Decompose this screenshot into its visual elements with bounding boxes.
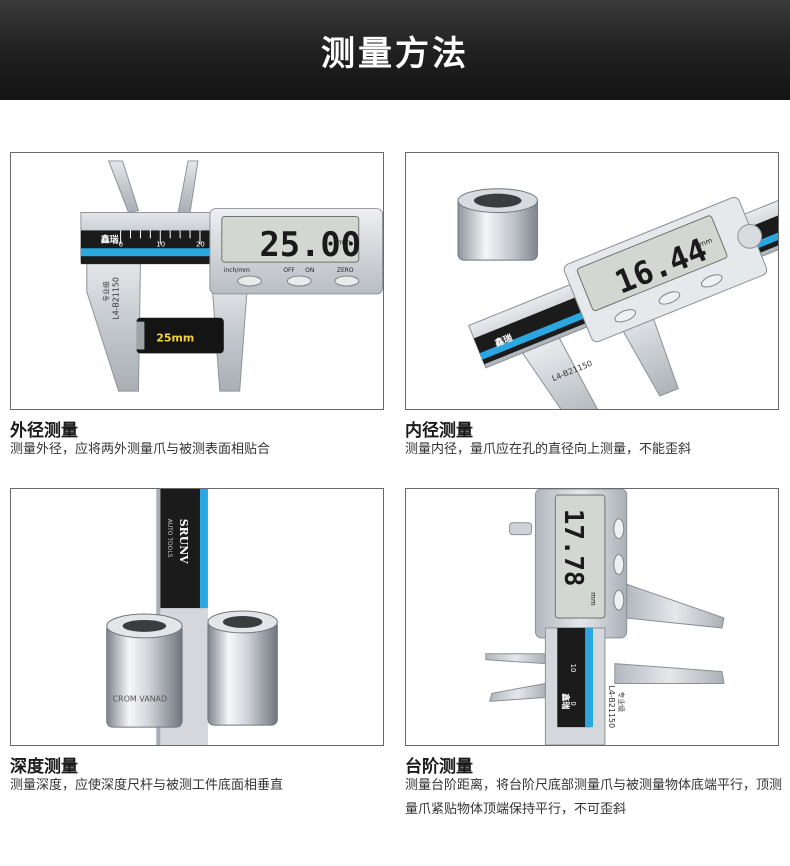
depth-measure-title: 深度测量 <box>10 757 78 777</box>
model-text: L4-B21150 <box>607 685 616 728</box>
off-on-button[interactable] <box>613 553 625 575</box>
display-unit: mm <box>337 238 351 246</box>
grade-text: 专业级 <box>102 281 111 302</box>
outer-measure-desc: 测量外径，应将两外测量爪与被测表面相贴合 <box>10 442 271 457</box>
outer-measure-title: 外径测量 <box>10 421 78 441</box>
btn-label-inchmm: inch/mm <box>224 267 250 274</box>
page-title: 测量方法 <box>321 33 469 74</box>
btn-label-off: OFF <box>283 267 295 274</box>
step-measure-image: 17.78 mm 10 0 鑫瑞 L4-B21150 专业级 <box>405 488 779 746</box>
socket-size-tag: 25mm <box>156 332 194 345</box>
scale-label-0: 0 <box>119 240 123 248</box>
zero-button[interactable] <box>700 272 724 289</box>
depth-measure-image: SRUNV AUTO TOOLS CROM VANAD <box>10 488 384 746</box>
display-reading: 25.00 <box>260 225 362 264</box>
auto-tools-text: AUTO TOOLS <box>166 519 173 558</box>
inner-measure-desc: 测量内径，量爪应在孔的直径向上测量，不能歪斜 <box>405 442 692 457</box>
brand-sub: SRUNV <box>177 519 190 564</box>
depth-measure-desc: 测量深度，应使深度尺杆与被测工件底面相垂直 <box>10 778 284 793</box>
display-unit: mm <box>589 592 597 606</box>
inchmm-button[interactable] <box>613 589 625 611</box>
logo-text: 鑫瑞 <box>561 692 571 709</box>
socket-text: CROM VANAD <box>113 694 167 703</box>
scale-label-20: 20 <box>196 240 205 248</box>
off-on-button[interactable] <box>657 289 681 306</box>
inchmm-button[interactable] <box>613 307 637 324</box>
grade-text: 专业级 <box>617 691 626 712</box>
scale-label-0: 0 <box>569 701 577 705</box>
display-reading: 17.78 <box>558 509 588 587</box>
step-measure-desc: 测量台阶距离，将台阶尺底部测量爪与被测量物体底端平行，顶测量爪紧贴物体顶端保持平… <box>405 778 783 817</box>
header-banner: 测量方法 <box>0 0 790 100</box>
outer-measure-image: 鑫瑞 0 10 20 L4-B21150 专业级 25.00 mm inch/m… <box>10 152 384 410</box>
inner-measure-image: 16.44 mm 鑫瑞 L4-B21150 <box>405 152 779 410</box>
model-text: L4-B21150 <box>112 277 121 320</box>
zero-button[interactable] <box>334 275 360 287</box>
logo-text: 鑫瑞 <box>100 233 119 245</box>
btn-label-zero: ZERO <box>337 267 354 274</box>
inchmm-button[interactable] <box>237 275 262 287</box>
step-measure-title: 台阶测量 <box>405 757 473 777</box>
inner-measure-title: 内径测量 <box>405 421 473 441</box>
zero-button[interactable] <box>613 518 625 540</box>
off-on-button[interactable] <box>286 275 312 287</box>
scale-label-10: 10 <box>569 664 577 673</box>
btn-label-on: ON <box>305 267 314 274</box>
scale-label-10: 10 <box>156 240 165 248</box>
